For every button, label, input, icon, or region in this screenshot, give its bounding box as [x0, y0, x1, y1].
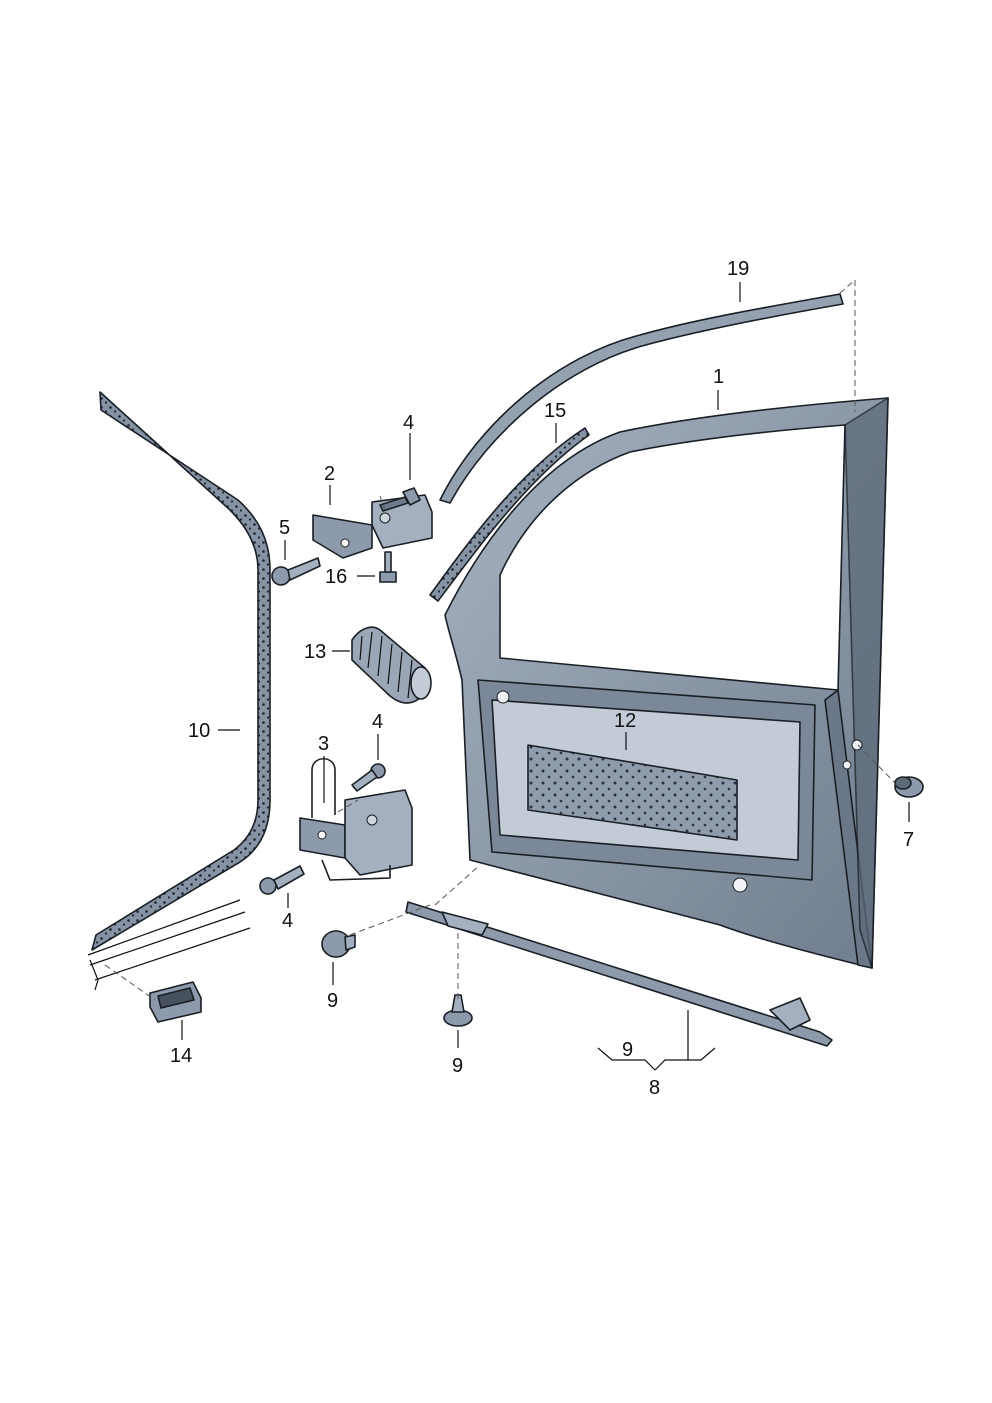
clip-9a — [321, 930, 356, 958]
callout-14: 14 — [170, 1045, 192, 1067]
callout-3: 3 — [318, 733, 329, 755]
door-shell — [444, 397, 889, 969]
callout-9-mid: 9 — [452, 1055, 463, 1077]
callout-12: 12 — [614, 710, 636, 732]
sill-strip-8 — [405, 901, 833, 1047]
callout-9-left: 9 — [327, 990, 338, 1012]
bolt-16 — [379, 551, 397, 583]
clip-9b — [443, 994, 473, 1027]
callout-10: 10 — [188, 720, 210, 742]
callout-2: 2 — [324, 463, 335, 485]
callout-16: 16 — [325, 566, 347, 588]
lower-hinge — [299, 757, 413, 881]
seal-strip — [429, 427, 590, 602]
clip-7 — [894, 776, 924, 798]
callout-5: 5 — [279, 517, 290, 539]
callout-13: 13 — [304, 641, 326, 663]
door-seal — [91, 391, 271, 951]
callout-4-lower: 4 — [282, 910, 293, 932]
callouts: 19 1 15 4 2 5 16 13 10 3 4 12 7 4 9 9 9 … — [170, 258, 914, 1099]
callout-4-top: 4 — [403, 412, 414, 434]
screw-5 — [271, 557, 321, 586]
leader-lines — [181, 282, 910, 1071]
callout-15: 15 — [544, 400, 566, 422]
bolt-lower — [259, 865, 305, 895]
callout-19: 19 — [727, 258, 749, 280]
assembly-lines — [104, 279, 896, 1001]
callout-7: 7 — [903, 829, 914, 851]
plug-14 — [149, 981, 202, 1023]
callout-4-mid: 4 — [372, 711, 383, 733]
bolt-mid — [351, 763, 386, 792]
damping-pad — [527, 744, 738, 841]
callout-1: 1 — [713, 366, 724, 388]
upper-hinge — [312, 494, 433, 559]
callout-9-right: 9 — [622, 1039, 633, 1061]
window-frame-strip — [439, 293, 844, 504]
bellows-13 — [351, 626, 432, 704]
callout-8: 8 — [649, 1077, 660, 1099]
bolt-upper — [379, 487, 421, 512]
sill-outline — [87, 899, 251, 991]
